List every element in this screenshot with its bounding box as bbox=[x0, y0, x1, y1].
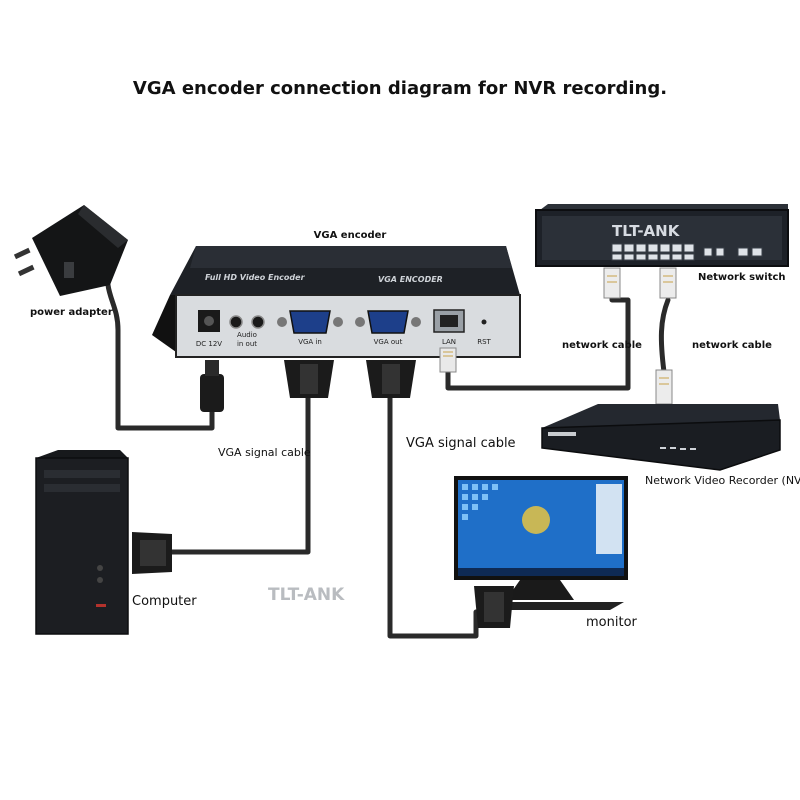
audio-out-jack bbox=[251, 315, 265, 329]
adapter-body bbox=[32, 205, 128, 296]
vga-out-port bbox=[367, 310, 409, 334]
computer bbox=[35, 450, 129, 635]
power-adapter bbox=[13, 205, 128, 296]
reset-button bbox=[481, 319, 487, 325]
vga-cable-monitor bbox=[387, 395, 479, 639]
vga-cable-right-label: VGA signal cable bbox=[406, 436, 516, 451]
power-cable bbox=[105, 282, 215, 431]
network-cable-nvr bbox=[658, 297, 671, 375]
encoder-panel-text: Full HD Video Encoder bbox=[205, 273, 306, 282]
port-lan-label: LAN bbox=[442, 338, 456, 346]
vga-cable-computer bbox=[169, 395, 311, 555]
encoder-label: VGA encoder bbox=[314, 230, 387, 241]
main-watermark: TLT-ANK bbox=[268, 585, 345, 605]
network-cable-1-label: network cable bbox=[562, 340, 642, 351]
plug-pin bbox=[17, 264, 35, 277]
switch-rj45-plug-2 bbox=[659, 267, 677, 299]
nvr bbox=[541, 404, 781, 471]
computer-label: Computer bbox=[132, 594, 197, 609]
vga-connector-icon bbox=[284, 360, 334, 398]
power-plug bbox=[200, 360, 224, 412]
monitor-stand bbox=[506, 580, 574, 600]
nvr-rj45-plug bbox=[655, 369, 673, 405]
port-audio-io-label: in out bbox=[237, 340, 257, 348]
port-dc-label: DC 12V bbox=[196, 340, 222, 348]
nvr-label: Network Video Recorder (NVR) bbox=[645, 474, 800, 487]
port-vga-in-label: VGA in bbox=[298, 338, 322, 346]
switch-rj45-plug-1 bbox=[603, 267, 621, 299]
vga-in-port bbox=[289, 310, 331, 334]
encoder-front-panel bbox=[175, 294, 521, 358]
port-audio-label: Audio bbox=[237, 331, 257, 339]
network-cable-2-label: network cable bbox=[692, 340, 772, 351]
nvr-body bbox=[541, 419, 781, 471]
vga-encoder: Full HD Video Encoder VGA ENCODER DC 12V… bbox=[152, 246, 521, 358]
port-rst-label: RST bbox=[477, 338, 491, 346]
port-vga-out-label: VGA out bbox=[374, 338, 403, 346]
diagram-title: VGA encoder connection diagram for NVR r… bbox=[133, 78, 667, 99]
computer-vga-plug bbox=[132, 532, 172, 574]
monitor bbox=[454, 476, 628, 610]
switch-ports bbox=[611, 243, 763, 261]
network-switch-label: Network switch bbox=[698, 272, 786, 283]
encoder-panel-text-right: VGA ENCODER bbox=[378, 275, 443, 284]
power-adapter-label: power adapter bbox=[30, 307, 113, 318]
switch-watermark: TLT-ANK bbox=[612, 222, 681, 240]
network-switch: TLT-ANK bbox=[535, 204, 789, 267]
vga-plug-out bbox=[366, 360, 416, 398]
rj45-plug-icon bbox=[439, 347, 457, 373]
vga-cable-left-label: VGA signal cable bbox=[218, 446, 311, 459]
audio-in-jack bbox=[229, 315, 243, 329]
plug-icon bbox=[13, 247, 31, 260]
monitor-vga-plug bbox=[474, 586, 514, 628]
monitor-label: monitor bbox=[586, 615, 638, 630]
